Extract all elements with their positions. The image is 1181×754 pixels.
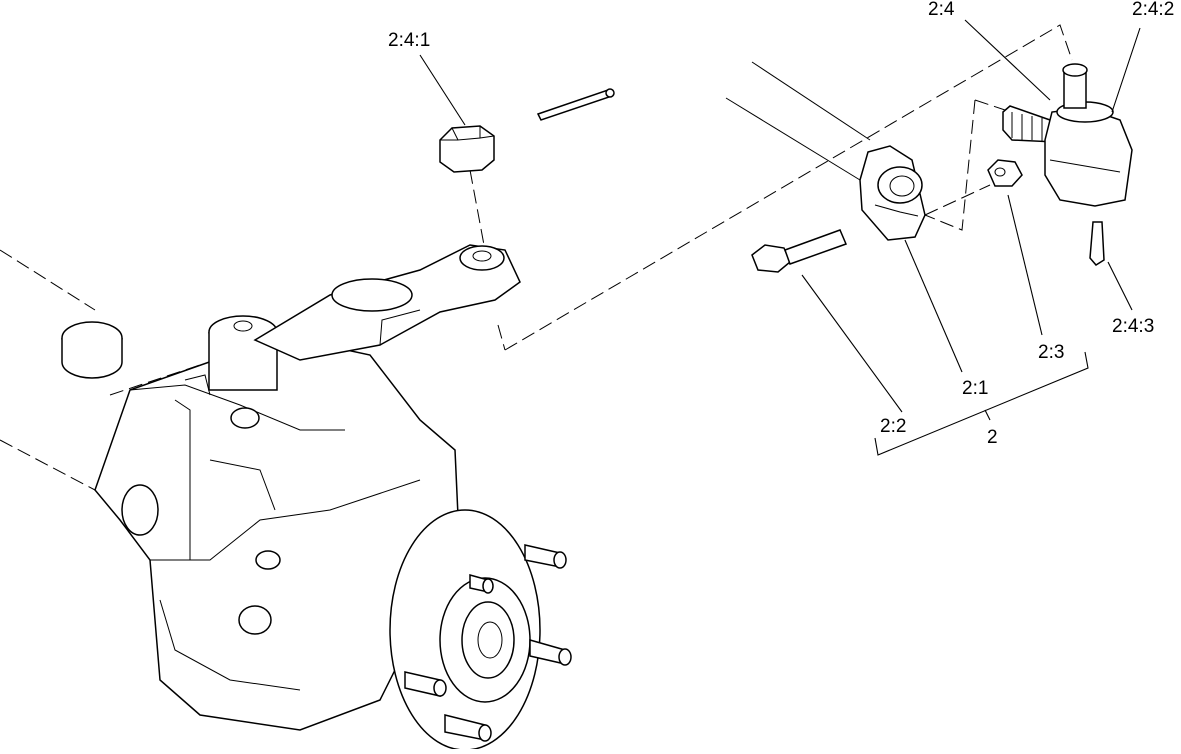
ball-joint [1002,63,1133,266]
callout-2: 2 [987,427,998,448]
callout-2-4-1: 2:4:1 [388,30,430,51]
wheel-hub [389,509,572,751]
castle-nut [439,125,495,173]
callout-2-3: 2:3 [1038,342,1064,363]
hex-bolt [751,229,848,273]
callout-labels: 2:4:1 2:4 2:4:2 2:4:3 2:3 2:1 2:2 2 [388,0,1174,448]
phantom-lines [0,24,1073,491]
callout-2-4-2: 2:4:2 [1132,0,1174,20]
callout-2-4-3: 2:4:3 [1112,316,1154,337]
steering-arm [253,244,521,361]
wheel-studs [404,544,572,742]
dust-cap [61,321,123,379]
callout-2-1: 2:1 [962,378,988,399]
spindle-hub-assembly [61,315,461,731]
leader-lines [419,19,1141,456]
tie-rod-clevis [859,145,926,241]
hex-nut [987,159,1023,187]
axle-tube [725,61,871,181]
callout-2-4: 2:4 [928,0,955,20]
callout-2-2: 2:2 [880,416,906,437]
cotter-pin [536,88,615,121]
